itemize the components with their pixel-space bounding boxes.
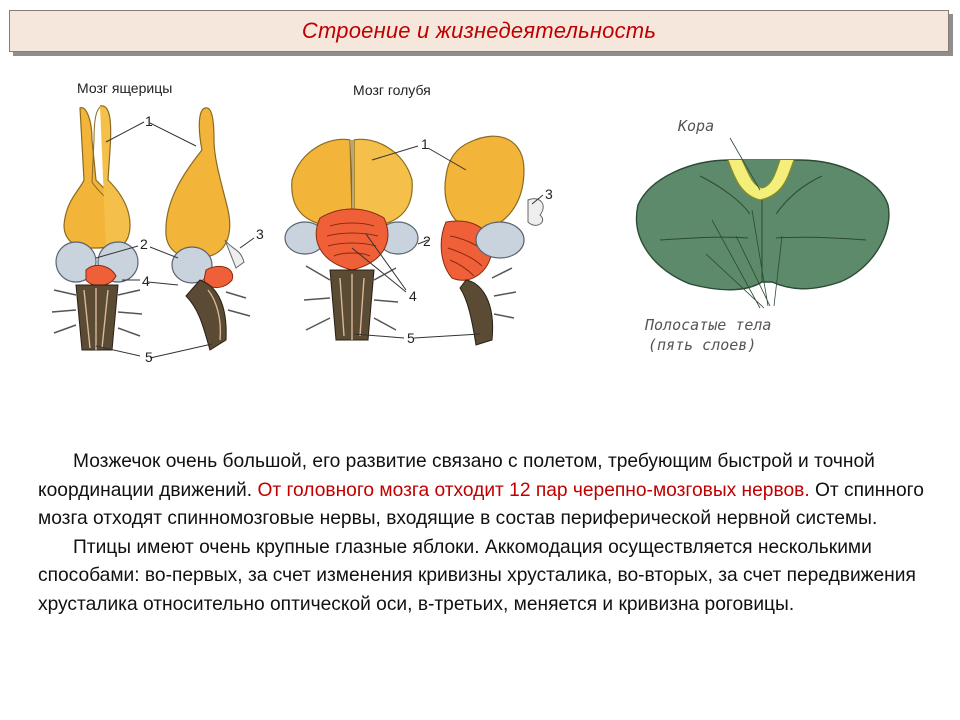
label-5-lizard: 5: [145, 349, 153, 365]
lizard-brain-label: Мозг ящерицы: [77, 80, 173, 96]
striatum-layers-label: (пять слоев): [648, 336, 757, 354]
striatum-label: Полосатые тела: [645, 316, 772, 334]
label-4-lizard: 4: [142, 273, 150, 289]
label-2-pigeon: 2: [423, 233, 431, 249]
paragraph-2: Птицы имеют очень крупные глазные яблоки…: [38, 536, 916, 615]
label-2-lizard: 2: [140, 236, 148, 252]
paragraph-1-text-b: От спинного мозга отходят спинномозговые…: [38, 479, 924, 530]
label-4-pigeon: 4: [409, 288, 417, 304]
label-3-pigeon: 3: [545, 186, 553, 202]
paragraph-1-highlight: От головного мозга отходит 12 пар черепн…: [257, 479, 810, 501]
slide-title-bar: Строение и жизнедеятельность: [9, 10, 949, 52]
leader-lines: [95, 121, 544, 359]
pigeon-brain-label: Мозг голубя: [353, 82, 431, 98]
slide-title: Строение и жизнедеятельность: [301, 18, 657, 43]
label-5-pigeon: 5: [407, 330, 415, 346]
pigeon-brain-lateral: [440, 135, 544, 346]
paragraph-1: Мозжечок очень большой, его развитие свя…: [38, 448, 928, 534]
brain-illustrations: [51, 105, 890, 359]
paragraph-1-text-a: Мозжечок очень большой, его развитие свя…: [38, 451, 875, 501]
label-3-lizard: 3: [256, 226, 264, 242]
forebrain-cross-section: [635, 137, 890, 309]
body-text: Мозжечок очень большой, его развитие свя…: [38, 448, 928, 620]
label-1-lizard: 1: [145, 113, 153, 129]
lizard-brain-dorsal: [51, 105, 143, 351]
lizard-brain-lateral: [165, 107, 251, 351]
label-1-pigeon: 1: [421, 136, 429, 152]
pigeon-brain-dorsal: [284, 138, 419, 341]
cortex-label: Кора: [678, 117, 715, 135]
